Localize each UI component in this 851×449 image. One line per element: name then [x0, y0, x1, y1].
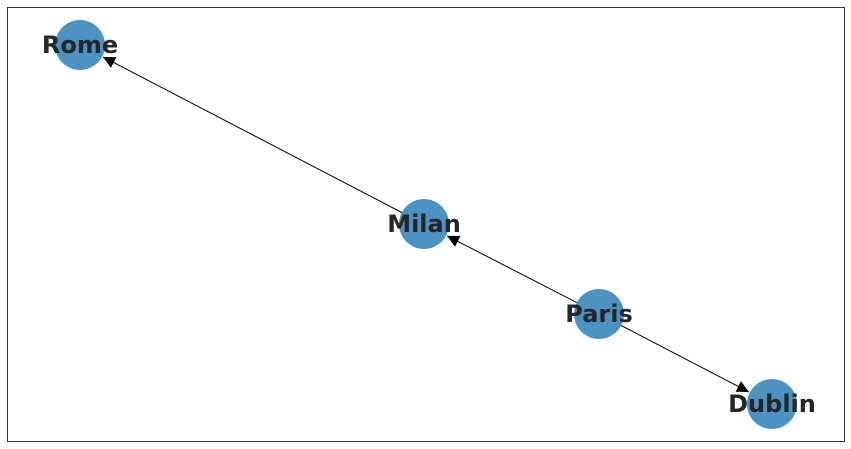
- node-dublin: Dublin: [728, 379, 816, 429]
- plot-frame: [7, 7, 845, 442]
- node-label-milan: Milan: [387, 210, 461, 238]
- edge-paris-to-dublin: [620, 325, 750, 393]
- node-rome: Rome: [42, 20, 118, 70]
- edges-layer: [102, 56, 750, 393]
- node-circle-paris: [574, 289, 624, 339]
- node-circle-dublin: [747, 379, 797, 429]
- edge-milan-to-rome: [102, 56, 403, 213]
- edge-paris-to-milan: [446, 235, 578, 304]
- node-label-dublin: Dublin: [728, 390, 816, 418]
- node-milan: Milan: [387, 199, 461, 249]
- node-paris: Paris: [565, 289, 633, 339]
- node-circle-milan: [399, 199, 449, 249]
- node-circle-rome: [55, 20, 105, 70]
- node-label-paris: Paris: [565, 300, 633, 328]
- node-label-rome: Rome: [42, 31, 118, 59]
